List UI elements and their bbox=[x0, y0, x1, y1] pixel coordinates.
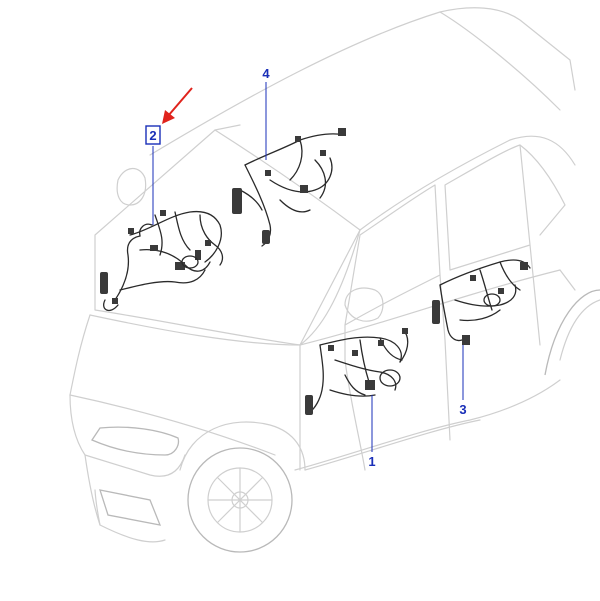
callout-1: 1 bbox=[368, 454, 375, 469]
callout-4: 4 bbox=[262, 66, 270, 81]
harness-2-instrument-panel bbox=[100, 210, 224, 312]
vehicle-outline bbox=[69, 7, 600, 553]
harness-3-rear-door bbox=[432, 259, 531, 345]
callout-3: 3 bbox=[459, 402, 466, 417]
harness-1-front-door bbox=[305, 328, 409, 415]
harness-4-roof bbox=[232, 128, 346, 247]
callout-2: 2 bbox=[149, 128, 156, 143]
red-arrow-icon bbox=[162, 87, 193, 124]
callout-2-highlight-box bbox=[145, 125, 161, 145]
